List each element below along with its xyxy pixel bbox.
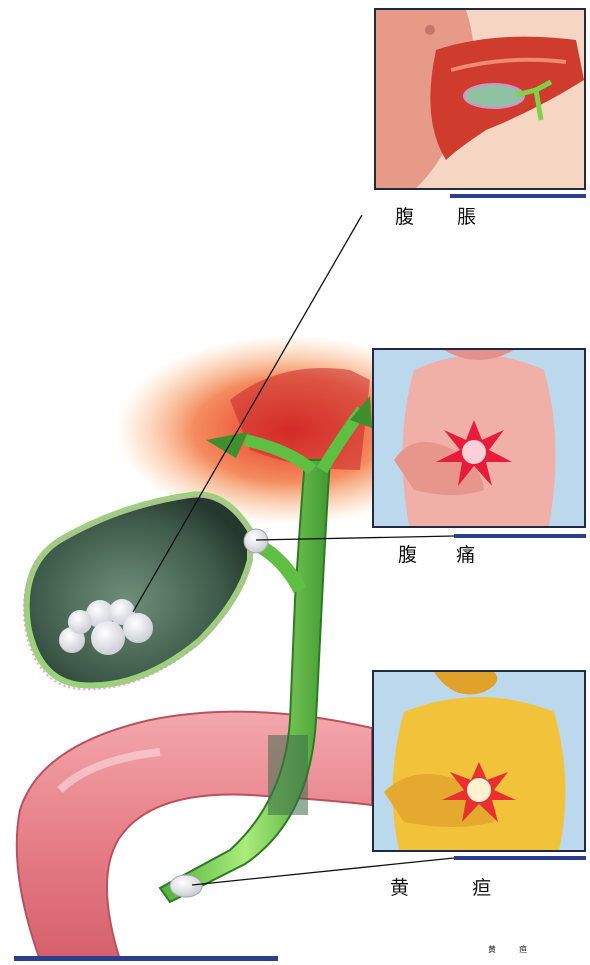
jaundice-panel	[372, 670, 586, 852]
bloating-char-1: 腹	[395, 206, 415, 228]
bloating-char-2: 脹	[457, 206, 477, 228]
abdominal-pain-panel	[372, 348, 586, 528]
jaundice-label: 黄 疸	[390, 873, 492, 900]
pain-char-1: 腹	[398, 544, 418, 566]
stone-cystic-duct	[244, 529, 268, 553]
footer-caption: 黄 疸	[488, 944, 527, 955]
stone-ampulla	[170, 875, 202, 897]
abdominal-pain-torso-illustration	[374, 350, 584, 526]
liver-gallbladder-illustration	[376, 10, 584, 188]
footer-char-1: 黄	[488, 945, 496, 954]
bloating-label: 腹 脹	[395, 202, 477, 229]
cystic-duct	[258, 545, 300, 590]
jaundice-char-1: 黄	[390, 877, 410, 899]
gallbladder	[27, 494, 250, 685]
footer-char-2: 疸	[519, 945, 527, 954]
bloating-panel	[374, 8, 586, 190]
abdominal-pain-bar	[454, 534, 586, 538]
abdominal-pain-label: 腹 痛	[398, 540, 476, 567]
pain-char-2: 痛	[456, 544, 476, 566]
duodenum	[17, 712, 372, 960]
duct-through-intestine	[268, 735, 308, 815]
bloating-bar	[450, 194, 586, 198]
jaundice-torso-illustration	[374, 672, 584, 850]
bottom-bar	[14, 956, 278, 961]
jaundice-char-2: 疸	[472, 877, 492, 899]
jaundice-bar	[454, 856, 586, 860]
